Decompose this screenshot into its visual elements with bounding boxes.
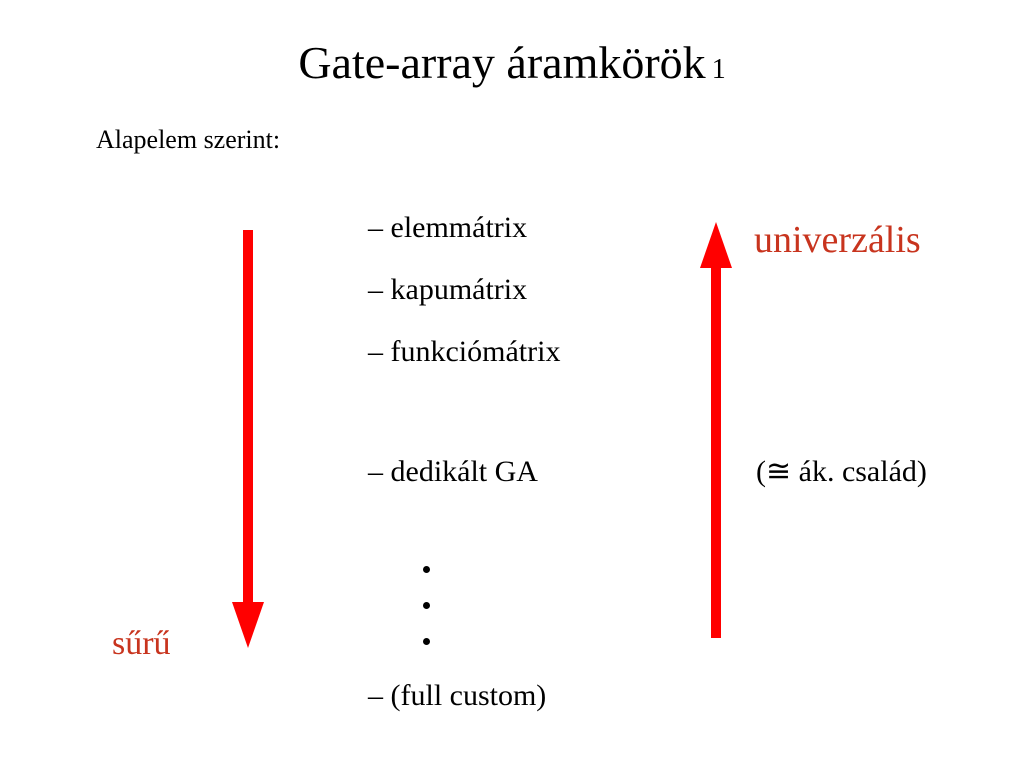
list-item-funkciomatrix: – funkciómátrix: [368, 335, 561, 368]
label-suru: sűrű: [112, 625, 171, 662]
slide-title-text: Gate-array áramkörök: [298, 37, 706, 88]
subtitle: Alapelem szerint:: [96, 125, 281, 154]
label-univerzalis: univerzális: [754, 219, 921, 261]
list-item-dedikalt-ga: – dedikált GA: [368, 455, 538, 488]
ellipsis-dot-2: [423, 602, 430, 609]
down-arrow-icon: [232, 230, 264, 648]
slide-number: 1: [711, 54, 726, 85]
list-item-elemmatrix: – elemmátrix: [368, 211, 528, 244]
ellipsis-dot-3: [423, 638, 430, 645]
list-item-full-custom: – (full custom): [368, 679, 547, 712]
note-ak-csalad: (≅ ák. család): [756, 455, 927, 488]
up-arrow-icon: [700, 222, 732, 638]
ellipsis-dot-1: [423, 566, 430, 573]
list-item-kapumatrix: – kapumátrix: [368, 273, 528, 306]
